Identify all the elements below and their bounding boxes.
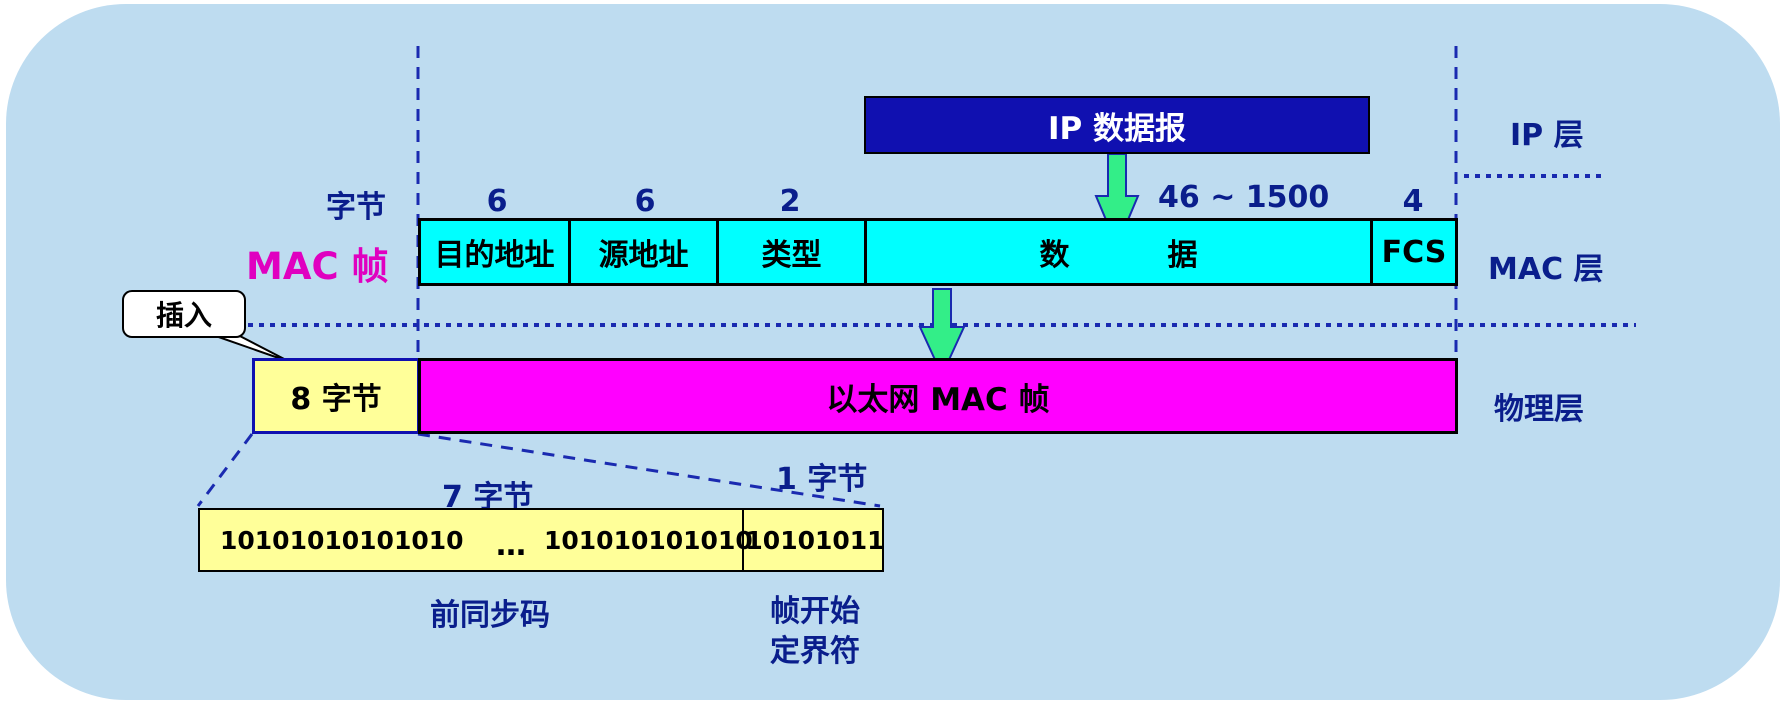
data-field-char-1: 数 [1039, 238, 1070, 273]
physical-layer-label: 物理层 [1494, 392, 1584, 427]
byte-unit-label: 字节 [326, 190, 386, 225]
one-byte-label: 1 字节 [776, 462, 868, 497]
byte-count-type: 2 [779, 184, 801, 219]
dest-address-field: 目的地址 [421, 221, 571, 283]
sfd-caption-line1: 帧开始 [770, 594, 860, 629]
mac-frame-fields: 目的地址 源地址 类型 数 据 FCS [418, 218, 1458, 286]
mac-to-physical-arrow [918, 288, 966, 378]
insert-callout: 插入 [122, 290, 246, 338]
sfd-bits: 10101011 [745, 525, 885, 555]
sfd-caption-line2: 定界符 [770, 634, 860, 669]
src-address-field: 源地址 [571, 221, 719, 283]
expand-left-dashed-line [196, 433, 254, 507]
insert-callout-label: 插入 [155, 299, 212, 332]
byte-count-dest: 6 [486, 184, 508, 219]
preamble-ellipsis: … [496, 528, 526, 563]
ip-datagram-label: IP 数据报 [1047, 110, 1187, 147]
ethernet-mac-frame-block: 以太网 MAC 帧 [418, 358, 1458, 434]
data-field: 数 据 [867, 221, 1373, 283]
preamble-8-byte-label: 8 字节 [290, 382, 382, 417]
fcs-field: FCS [1381, 234, 1447, 270]
data-field-char-2: 据 [1167, 238, 1198, 273]
preamble-bits-left: 10101010101010 [220, 526, 464, 555]
ip-layer-label: IP 层 [1510, 118, 1584, 153]
ethernet-mac-frame-label: 以太网 MAC 帧 [826, 381, 1050, 418]
preamble-detail-row: 10101010101010 … 101010101010 10101011 [198, 508, 886, 572]
mac-frame-label: MAC 帧 [246, 245, 389, 288]
sfd-bits-cell: 10101011 [742, 510, 886, 570]
mac-layer-label: MAC 层 [1488, 252, 1604, 287]
preamble-caption: 前同步码 [430, 598, 550, 633]
ip-datagram-block: IP 数据报 [864, 96, 1370, 154]
preamble-bits-right: 101010101010 [544, 526, 753, 555]
byte-count-src: 6 [634, 184, 656, 219]
byte-count-data: 46 ~ 1500 [1158, 180, 1330, 215]
preamble-8-byte-block: 8 字节 [252, 358, 420, 434]
byte-count-fcs: 4 [1402, 184, 1424, 219]
type-field: 类型 [719, 221, 867, 283]
expand-right-dashed-line [417, 432, 881, 508]
